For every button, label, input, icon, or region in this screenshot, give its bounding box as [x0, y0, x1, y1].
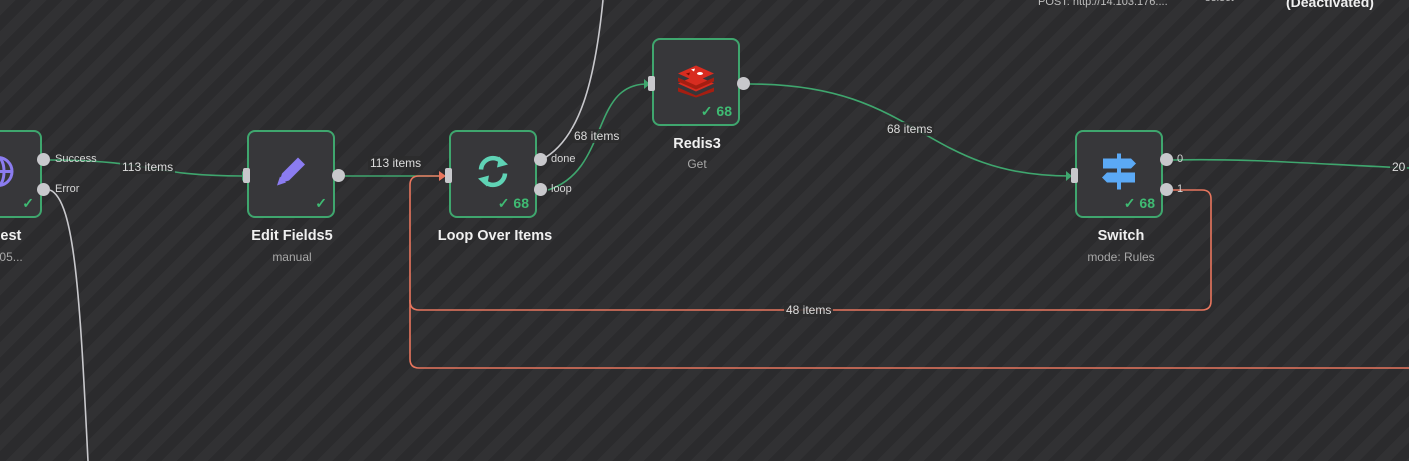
- switch-title: Switch: [1097, 228, 1145, 244]
- edge-error-gray[interactable]: [49, 189, 89, 461]
- output-port-success[interactable]: [37, 153, 50, 166]
- arrow-loop-to-redis: [644, 79, 650, 89]
- edge-outer-loopback[interactable]: [409, 300, 1409, 369]
- loop-count: 68: [513, 195, 529, 211]
- success-check: ✓: [315, 195, 327, 211]
- redis-count: 68: [716, 103, 732, 119]
- output-port-done[interactable]: [534, 153, 547, 166]
- switch-count: 68: [1139, 195, 1155, 211]
- input-port-switch[interactable]: [1071, 168, 1078, 183]
- globe-icon: [0, 154, 16, 195]
- redis-title: Redis3: [673, 136, 721, 152]
- output-port-error[interactable]: [37, 183, 50, 196]
- port-label-success: Success: [55, 153, 97, 165]
- success-count-badge: ✓ 68: [1123, 195, 1155, 211]
- edit-fields-node[interactable]: ✓: [247, 130, 335, 218]
- switch-node[interactable]: ✓ 68: [1075, 130, 1163, 218]
- switch-subtitle: mode: Rules: [1087, 250, 1155, 264]
- output-port-1[interactable]: [1160, 183, 1173, 196]
- edit-fields-subtitle: manual: [272, 250, 312, 264]
- redis-subtitle: Get: [687, 157, 707, 171]
- port-label-loop: loop: [551, 183, 572, 195]
- loop-over-items-node[interactable]: ✓ 68: [449, 130, 537, 218]
- edge-label-switch-back: 48 items: [784, 303, 834, 317]
- port-label-1: 1: [1177, 183, 1184, 195]
- edge-label-http-to-edit: 113 items: [120, 160, 176, 174]
- deactivated-label: (Deactivated): [1286, 0, 1374, 10]
- pencil-icon: [271, 152, 311, 197]
- http-request-node[interactable]: ✓: [0, 130, 42, 218]
- arrow-into-loop: [439, 171, 446, 181]
- loop-title: Loop Over Items: [437, 228, 553, 244]
- post-url-text: POST: http://14.103.176....: [1038, 0, 1168, 8]
- input-port-edit-fields[interactable]: [243, 168, 250, 183]
- success-count-badge: ✓ 68: [700, 103, 732, 119]
- select-text: select: [1205, 0, 1234, 4]
- port-label-0: 0: [1177, 153, 1184, 165]
- redis-node[interactable]: ✓ 68: [652, 38, 740, 126]
- input-port-loop[interactable]: [445, 168, 452, 183]
- output-port-redis[interactable]: [737, 77, 750, 90]
- success-check: ✓: [22, 195, 34, 211]
- edge-label-edit-to-loop: 113 items: [368, 156, 424, 170]
- input-port-redis[interactable]: [648, 76, 655, 91]
- success-count-badge: ✓ 68: [497, 195, 529, 211]
- edge-label-redis-to-switch: 68 items: [885, 122, 935, 136]
- output-port-0[interactable]: [1160, 153, 1173, 166]
- http-request-title: equest: [0, 228, 22, 244]
- redis-icon: [676, 62, 716, 103]
- arrow-redis-to-switch: [1066, 171, 1072, 181]
- output-port-edit-fields[interactable]: [332, 169, 345, 182]
- edge-label-loop-to-redis: 68 items: [572, 129, 622, 143]
- edit-fields-title: Edit Fields5: [251, 228, 333, 244]
- edge-top-gray[interactable]: [540, 0, 604, 161]
- edge-label-switch-out: 20: [1390, 160, 1408, 174]
- port-label-done: done: [551, 153, 576, 165]
- output-port-loop[interactable]: [534, 183, 547, 196]
- port-label-error: Error: [55, 183, 80, 195]
- edge-switch-out-0[interactable]: [1172, 158, 1409, 169]
- http-request-subtitle: 03.176.4:5005...: [0, 250, 23, 264]
- refresh-icon: [473, 152, 513, 197]
- signpost-icon: [1099, 152, 1139, 197]
